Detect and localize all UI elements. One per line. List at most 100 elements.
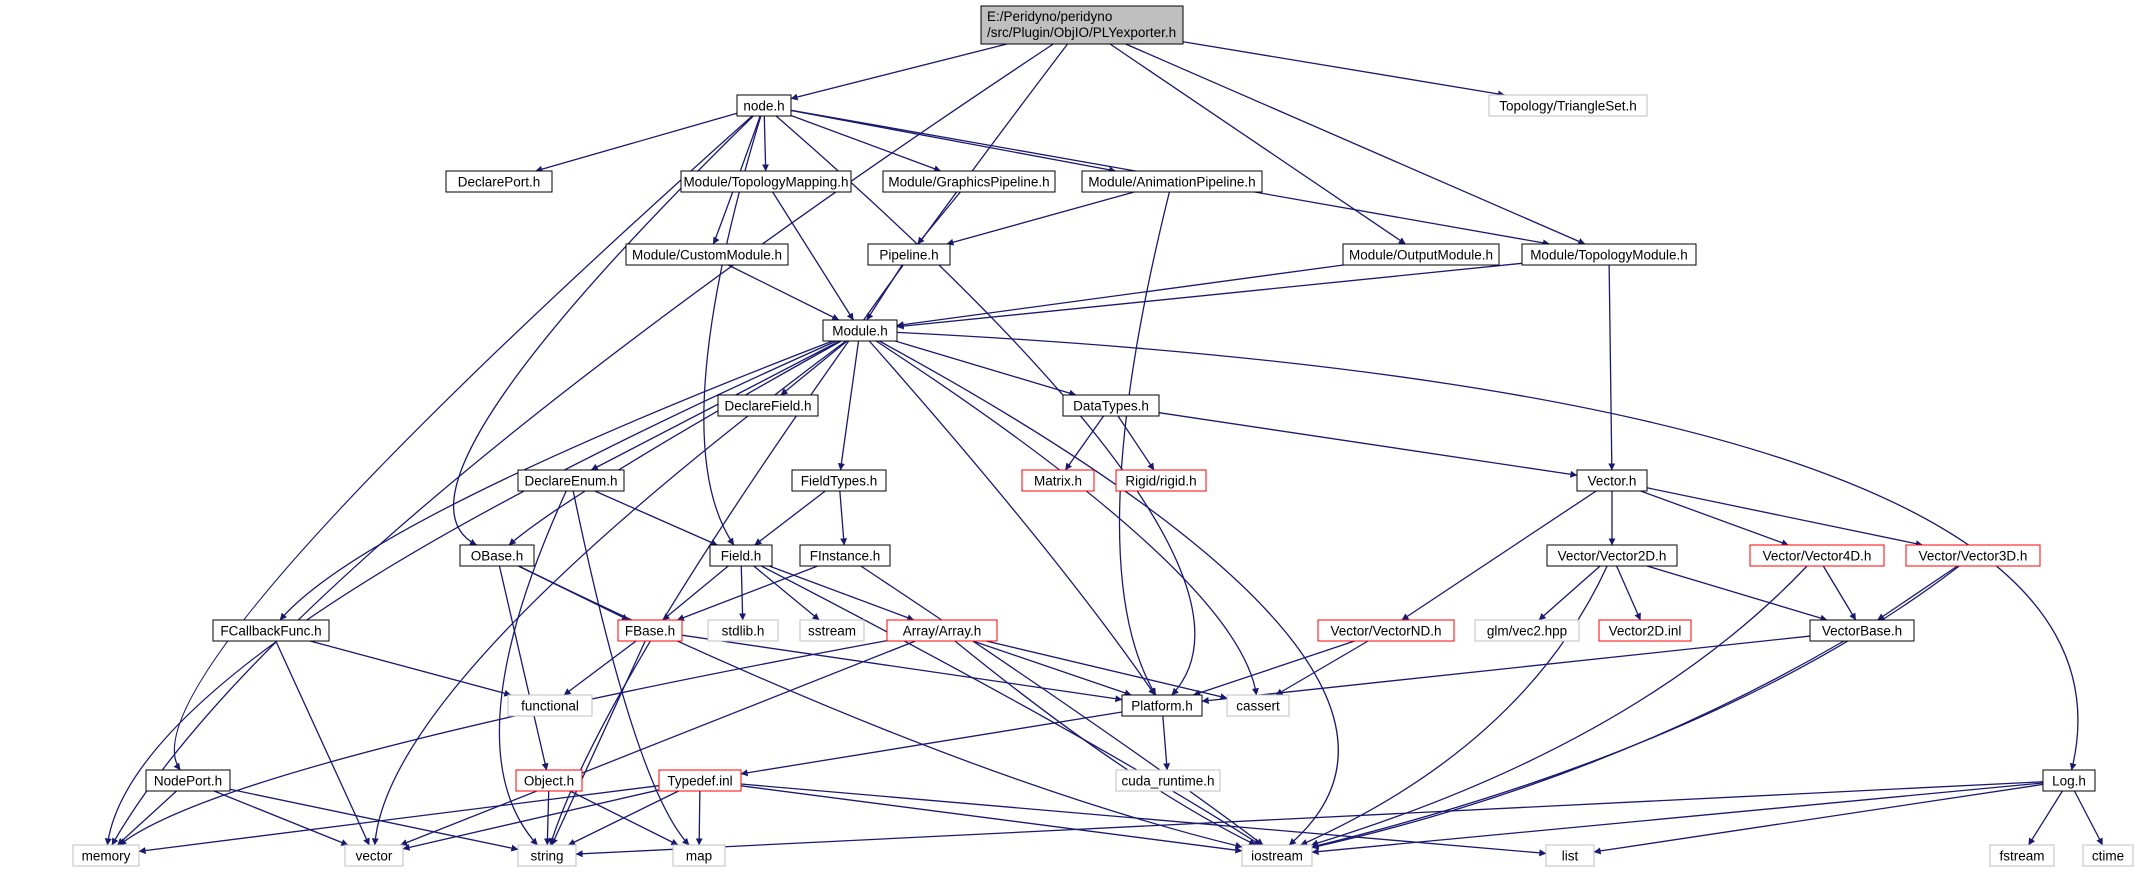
node-declareenum-box [517, 469, 625, 492]
node-iostream-label: iostream [1251, 849, 1303, 864]
edge-typedef-to-list [740, 783, 1547, 857]
node-module-label: Module.h [832, 324, 888, 339]
node-matrix[interactable]: Matrix.h [1021, 469, 1095, 492]
node-topologymapping-box [680, 170, 852, 193]
node-finstance-box [799, 544, 891, 567]
node-vector2d-box [1546, 544, 1678, 567]
edge-vector2d-to-iostream [1300, 565, 1608, 846]
node-outputmodule-label: Module/OutputModule.h [1349, 248, 1493, 263]
edge-module-to-cassert [875, 340, 1259, 696]
node-graphicspipeline[interactable]: Module/GraphicsPipeline.h [882, 170, 1056, 193]
edge-vector3d-to-vectorbase [1877, 565, 1958, 621]
node-map: map [672, 844, 726, 867]
node-glmvec2-box [1474, 619, 1580, 642]
node-log[interactable]: Log.h [2042, 769, 2096, 792]
node-object[interactable]: Object.h [515, 769, 583, 792]
node-pipeline-box [867, 243, 951, 266]
node-finstance[interactable]: FInstance.h [799, 544, 891, 567]
node-string-label: string [530, 849, 563, 864]
node-glmvec2: glm/vec2.hpp [1474, 619, 1580, 642]
edge-graphicspipeline-to-pipeline [917, 191, 961, 245]
node-vector-label: Vector.h [1588, 474, 1637, 489]
node-topologymapping[interactable]: Module/TopologyMapping.h [680, 170, 852, 193]
edge-vector-to-vector4d [1640, 490, 1789, 547]
edge-root-to-topology_triangleset [1182, 41, 1505, 98]
node-module[interactable]: Module.h [822, 319, 898, 342]
node-nodeport[interactable]: NodePort.h [145, 769, 231, 792]
node-root[interactable]: E:/Peridyno/peridyno/src/Plugin/ObjIO/PL… [980, 5, 1184, 45]
edge-typedef-to-map [695, 790, 703, 846]
edge-fbase-to-platform [681, 634, 1123, 703]
node-vec-label: vector [356, 849, 393, 864]
node-cassert: cassert [1226, 694, 1290, 717]
node-declarefield[interactable]: DeclareField.h [717, 394, 819, 417]
node-fbase[interactable]: FBase.h [617, 619, 683, 642]
node-animationpipeline-label: Module/AnimationPipeline.h [1088, 175, 1255, 190]
node-vector2dinl[interactable]: Vector2D.inl [1598, 619, 1692, 642]
node-declarefield-label: DeclareField.h [724, 399, 811, 414]
node-typedef[interactable]: Typedef.inl [658, 769, 742, 792]
node-vectornd[interactable]: Vector/VectorND.h [1317, 619, 1455, 642]
node-vector[interactable]: Vector.h [1576, 469, 1648, 492]
node-outputmodule[interactable]: Module/OutputModule.h [1342, 243, 1500, 266]
node-fieldtypes[interactable]: FieldTypes.h [791, 469, 887, 492]
node-sstream: sstream [799, 619, 865, 642]
node-vector3d[interactable]: Vector/Vector3D.h [1905, 544, 2041, 567]
node-datatypes[interactable]: DataTypes.h [1062, 394, 1160, 417]
node-matrix-box [1021, 469, 1095, 492]
node-vector4d-label: Vector/Vector4D.h [1763, 549, 1872, 564]
node-nodeport-box [145, 769, 231, 792]
edge-log-to-fstream [2028, 790, 2063, 846]
edge-vectornd-to-cassert [1275, 640, 1369, 696]
edge-topologymapping-to-module [772, 191, 854, 321]
edge-vector4d-to-vectorbase [1822, 565, 1857, 621]
node-node_h[interactable]: node.h [736, 94, 792, 117]
node-fbase-label: FBase.h [625, 624, 675, 639]
node-list-label: list [1562, 849, 1579, 864]
node-cudaruntime-box [1115, 769, 1221, 792]
edge-declareenum-to-field [594, 490, 718, 546]
node-vectornd-box [1317, 619, 1455, 642]
edge-module-to-fieldtypes [837, 340, 860, 471]
node-platform[interactable]: Platform.h [1121, 694, 1203, 717]
edge-declareenum-to-string [498, 490, 567, 846]
node-animationpipeline[interactable]: Module/AnimationPipeline.h [1081, 170, 1263, 193]
edge-root-to-string [548, 43, 1069, 846]
edge-vector-to-vector3d [1646, 487, 1923, 548]
node-rigid[interactable]: Rigid/rigid.h [1115, 469, 1207, 492]
node-custommodule[interactable]: Module/CustomModule.h [625, 243, 789, 266]
edge-finstance-to-fbase [676, 565, 818, 621]
node-obase[interactable]: OBase.h [459, 544, 535, 567]
node-vectornd-label: Vector/VectorND.h [1330, 624, 1441, 639]
edge-module-to-declarefield [780, 340, 848, 396]
node-vector4d-box [1749, 544, 1885, 567]
node-array[interactable]: Array/Array.h [886, 619, 998, 642]
edge-animationpipeline-to-platform [1118, 191, 1171, 696]
node-field[interactable]: Field.h [709, 544, 773, 567]
node-vector2d[interactable]: Vector/Vector2D.h [1546, 544, 1678, 567]
node-fstream: fstream [1989, 844, 2055, 867]
node-iostream-box [1241, 844, 1313, 867]
node-node_h-box [736, 94, 792, 117]
node-vector4d[interactable]: Vector/Vector4D.h [1749, 544, 1885, 567]
node-map-box [672, 844, 726, 867]
edge-declareenum-to-map [572, 490, 690, 846]
node-cudaruntime: cuda_runtime.h [1115, 769, 1221, 792]
node-datatypes-box [1062, 394, 1160, 417]
node-declareenum[interactable]: DeclareEnum.h [517, 469, 625, 492]
edge-nodeport-to-memory [117, 790, 177, 846]
node-array-label: Array/Array.h [903, 624, 982, 639]
edge-fcallbackfunc-to-vec [275, 640, 370, 846]
node-vec-box [344, 844, 404, 867]
node-vectorbase[interactable]: VectorBase.h [1809, 619, 1915, 642]
node-module-box [822, 319, 898, 342]
node-ctime: ctime [2082, 844, 2134, 867]
node-pipeline[interactable]: Pipeline.h [867, 243, 951, 266]
node-declareport[interactable]: DeclarePort.h [445, 170, 553, 193]
node-list-box [1545, 844, 1595, 867]
node-list: list [1545, 844, 1595, 867]
edge-datatypes-to-vector [1158, 412, 1578, 478]
node-topologymodule[interactable]: Module/TopologyModule.h [1521, 243, 1697, 266]
node-fcallbackfunc[interactable]: FCallbackFunc.h [212, 619, 330, 642]
node-cudaruntime-label: cuda_runtime.h [1121, 774, 1214, 789]
